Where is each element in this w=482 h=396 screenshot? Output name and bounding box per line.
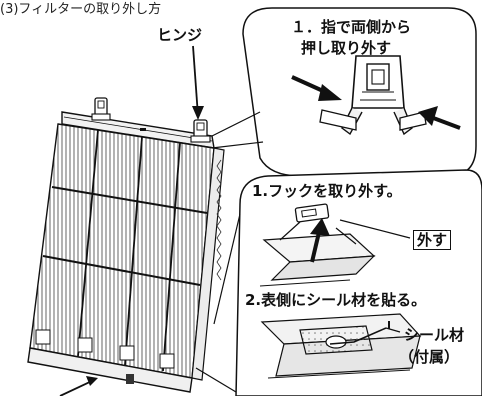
step1-line1: １．指で両側から — [291, 18, 412, 36]
push-arrow-left — [291, 75, 342, 101]
push-arrow-right — [418, 106, 461, 130]
filter-panel — [27, 111, 225, 393]
pointer-bottom — [59, 379, 95, 396]
hinge-right — [190, 119, 211, 143]
seal-label-line1: シール材 — [404, 326, 465, 344]
hinge-label: ヒンジ — [157, 26, 203, 44]
hinge-clip-icon — [319, 55, 427, 136]
seal-tape-icon — [260, 313, 422, 379]
step-hook-label: 1.フックを取り外す。 — [252, 182, 402, 200]
hook-release-icon — [259, 203, 411, 287]
seal-label-line2: （付属） — [399, 348, 460, 366]
callout-hinge-detail — [211, 7, 477, 177]
callout-hook-detail — [195, 169, 482, 396]
filter-mesh — [29, 123, 215, 379]
step-seal-label: 2.表側にシール材を貼る。 — [245, 291, 427, 309]
remove-badge: 外す — [413, 230, 452, 250]
step1-line2: 押し取り外す — [301, 39, 392, 57]
hinge-arrow — [192, 45, 204, 120]
hinge-left — [91, 97, 111, 121]
top-caption: (3)フィルターの取り外し方 — [0, 2, 162, 17]
